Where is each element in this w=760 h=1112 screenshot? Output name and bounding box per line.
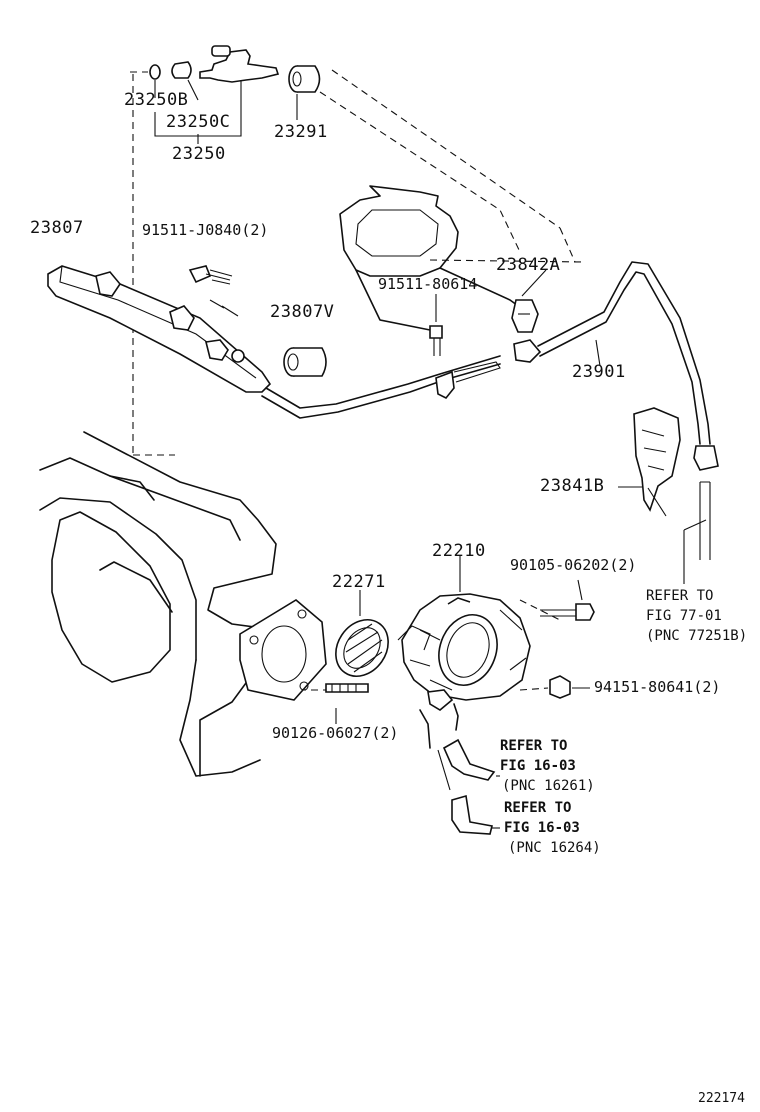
ref-fig16a-line3: (PNC 16261) — [502, 778, 595, 794]
label-94151-80641[interactable]: 94151-80641(2) — [594, 678, 721, 696]
label-23807[interactable]: 23807 — [30, 218, 84, 238]
label-23807V[interactable]: 23807V — [270, 302, 335, 322]
label-91511-80614[interactable]: 91511-80614 — [378, 275, 478, 293]
ref-fig16a-line1: REFER TO — [500, 738, 568, 754]
water-bypass-hoses — [419, 703, 500, 835]
ref-fig16b-line1: REFER TO — [504, 800, 572, 816]
ref-fig77-line3: (PNC 77251B) — [646, 628, 748, 644]
label-23250B[interactable]: 23250B — [124, 90, 189, 110]
label-23250C[interactable]: 23250C — [166, 112, 231, 132]
fuel-injector-parts — [149, 45, 321, 144]
insulator — [283, 347, 327, 377]
label-23841B[interactable]: 23841B — [540, 476, 605, 496]
nut-94151-80641 — [549, 675, 590, 699]
label-23842A[interactable]: 23842A — [496, 255, 561, 275]
label-23250[interactable]: 23250 — [172, 144, 226, 164]
label-23291[interactable]: 23291 — [274, 122, 328, 142]
fuel-hose — [261, 261, 719, 560]
grommet-23842A — [511, 269, 547, 333]
stud-90126-06027 — [325, 683, 369, 724]
label-91511-J0840[interactable]: 91511-J0840(2) — [142, 221, 269, 239]
connector-23841B — [618, 407, 681, 517]
bolt-90105-06202 — [540, 579, 595, 621]
label-90105-06202[interactable]: 90105-06202(2) — [510, 556, 637, 574]
throttle-body — [397, 556, 531, 711]
label-22210[interactable]: 22210 — [432, 541, 486, 561]
leader-fig77 — [683, 519, 707, 584]
label-90126-06027[interactable]: 90126-06027(2) — [272, 724, 399, 742]
label-23901[interactable]: 23901 — [572, 362, 626, 382]
figure-id: 222174 — [698, 1091, 745, 1106]
ref-fig77-line1: REFER TO — [646, 588, 714, 604]
label-22271[interactable]: 22271 — [332, 572, 386, 592]
ref-fig16b-line2: FIG 16-03 — [504, 820, 580, 836]
bolt-91511-80614 — [429, 294, 443, 356]
fuel-delivery-pipe — [47, 265, 272, 393]
ref-fig16b-line3: (PNC 16264) — [508, 840, 601, 856]
ref-fig77-line2: FIG 77-01 — [646, 608, 722, 624]
intake-manifold — [39, 431, 327, 777]
ref-fig16a-line2: FIG 16-03 — [500, 758, 576, 774]
gasket-22271 — [335, 590, 389, 677]
